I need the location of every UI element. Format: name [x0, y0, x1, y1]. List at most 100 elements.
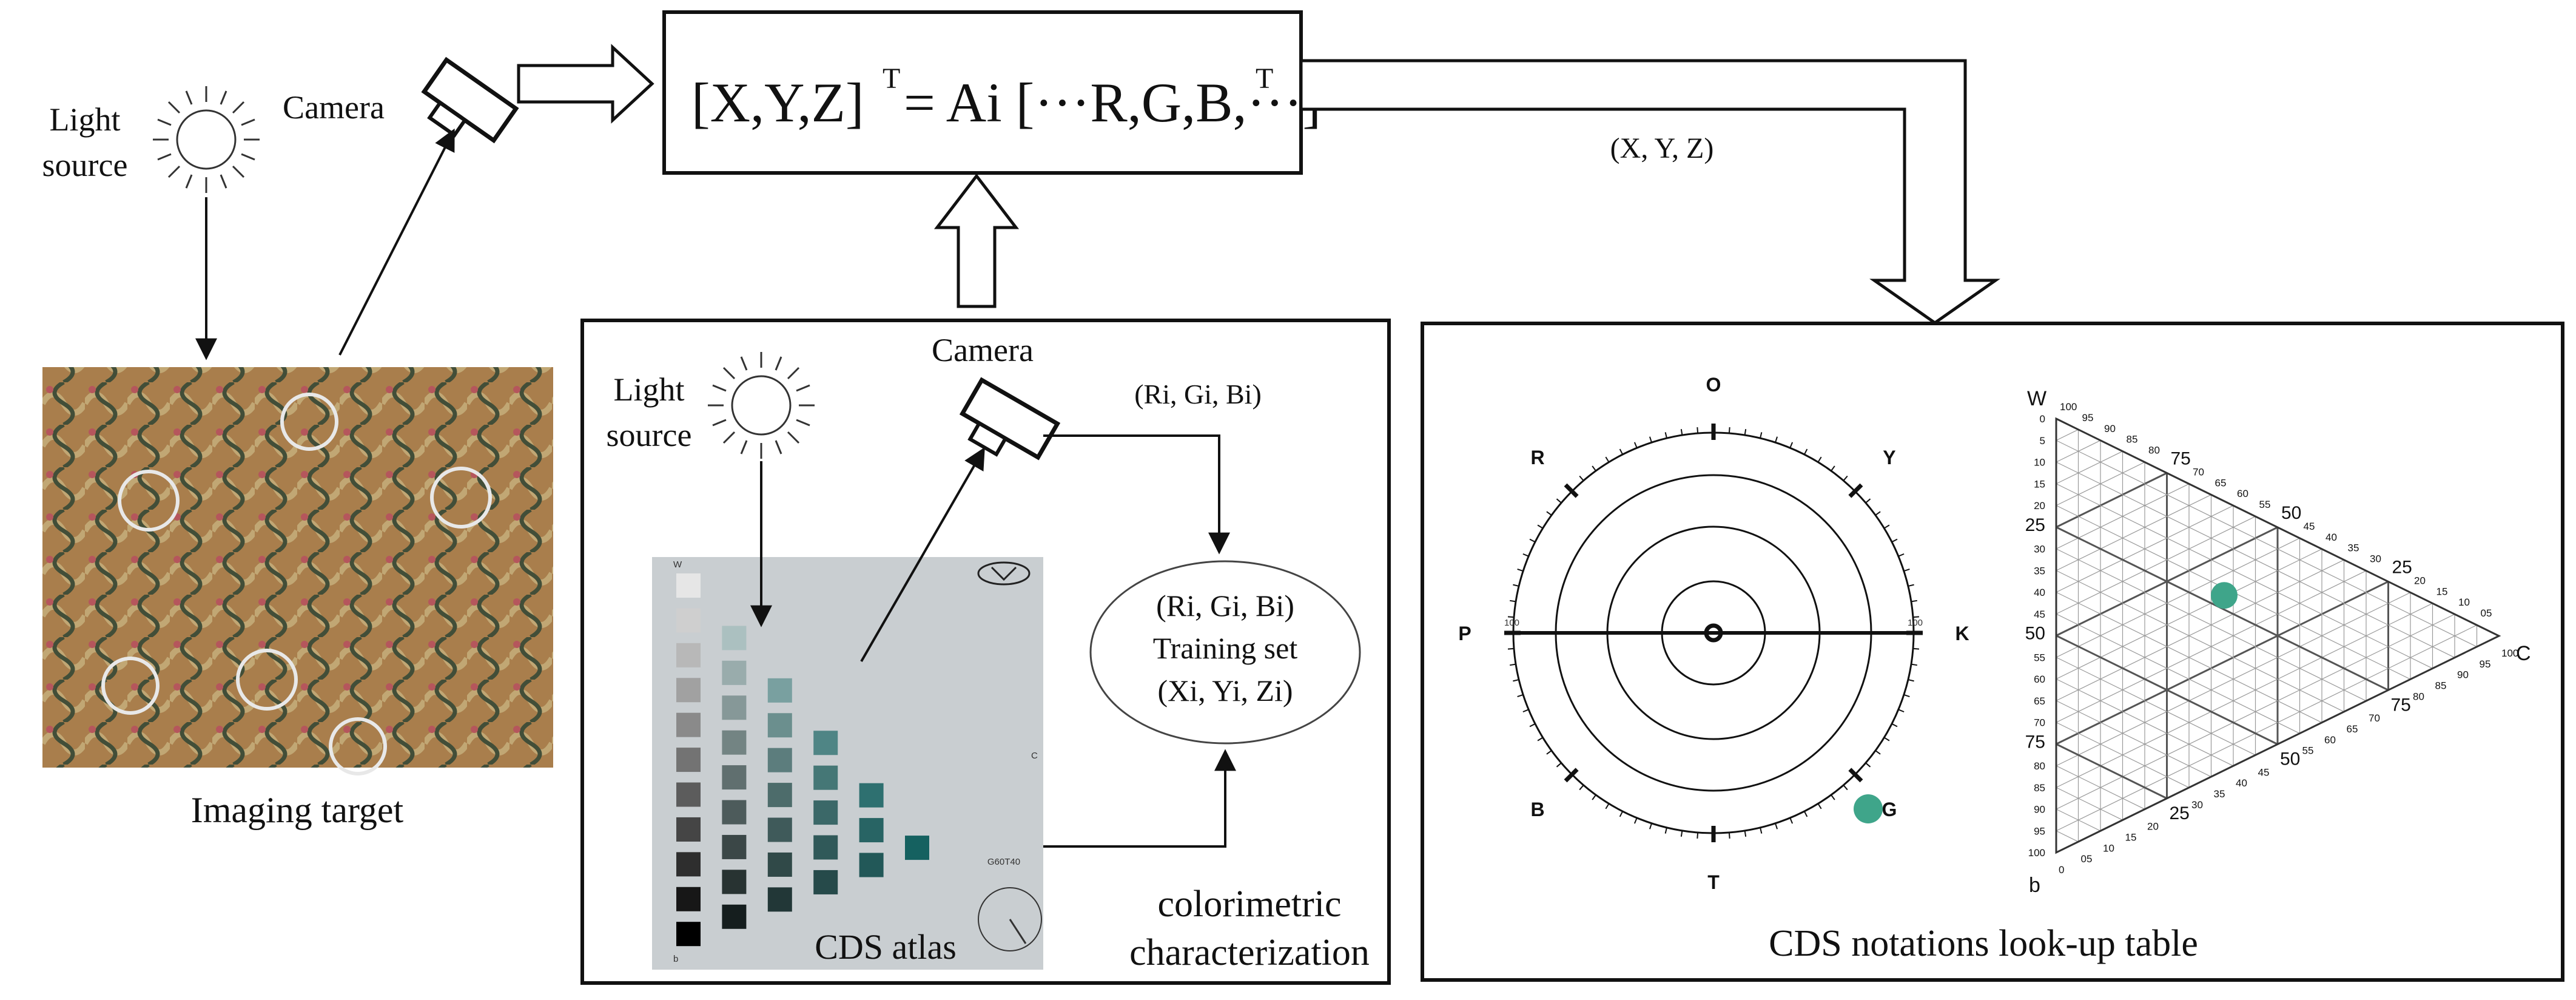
hue-minor-tick: [1697, 427, 1699, 434]
triangle-bottom-tick: 85: [2435, 680, 2447, 692]
top-sun-icon: [153, 86, 260, 193]
hue-letter: Y: [1883, 447, 1895, 468]
hue-minor-tick: [1546, 511, 1552, 516]
triangle-bottom-tick: 75: [2391, 695, 2411, 715]
char-box-title: colorimetric characterization: [1129, 883, 1370, 973]
equation-text: [X,Y,Z] T = Ai [···R,G,B,···] T: [691, 62, 1321, 133]
atlas-swatch: [767, 783, 792, 808]
svg-text:(Xi, Yi, Zi): (Xi, Yi, Zi): [1157, 674, 1293, 708]
hue-marker: [1854, 794, 1883, 823]
imaging-target-photo: [42, 367, 553, 775]
hue-minor-tick: [1803, 448, 1808, 455]
triangle-top-tick: 55: [2259, 499, 2271, 510]
triangle-top-tick: 15: [2436, 586, 2448, 597]
hue-minor-tick: [1619, 448, 1624, 455]
svg-text:Light: Light: [50, 101, 121, 138]
char-light-source-label: Light source: [607, 371, 692, 453]
triangle-gridline: [2056, 624, 2477, 831]
hue-minor-tick: [1529, 723, 1536, 728]
atlas-to-training-arrow: [1043, 749, 1236, 848]
hue-minor-tick: [1898, 709, 1905, 713]
atlas-swatch: [676, 573, 701, 598]
hue-minor-tick: [1546, 750, 1552, 755]
svg-text:(Ri, Gi, Bi): (Ri, Gi, Bi): [1156, 589, 1294, 623]
lookup-box-title: CDS notations look-up table: [1769, 923, 2198, 964]
triangle-bottom-tick: 05: [2081, 853, 2093, 865]
triangle-bottom-tick: 25: [2170, 803, 2190, 823]
atlas-swatch: [859, 783, 884, 808]
atlas-swatch: [676, 678, 701, 703]
triangle-top-tick: 05: [2481, 607, 2492, 619]
triangle-bottom-tick: 95: [2480, 658, 2491, 670]
triangle-top-tick: 20: [2414, 575, 2426, 586]
hue-minor-tick: [1817, 456, 1822, 463]
hue-minor-tick: [1664, 827, 1667, 834]
triangle-left-tick: 90: [2034, 804, 2045, 816]
triangle-bottom-tick: 40: [2236, 777, 2247, 789]
hue-minor-tick: [1908, 679, 1914, 682]
triangle-left-tick: 85: [2034, 782, 2045, 794]
hue-minor-tick: [1649, 823, 1652, 829]
hue-minor-tick: [1744, 830, 1747, 837]
atlas-swatch: [676, 782, 701, 807]
svg-text:characterization: characterization: [1129, 932, 1370, 973]
char-rgb-label: (Ri, Gi, Bi): [1134, 379, 1262, 410]
hue-minor-tick: [1911, 600, 1917, 603]
atlas-label: CDS atlas: [815, 927, 957, 967]
atlas-swatch: [676, 922, 701, 947]
hue-minor-tick: [1817, 803, 1822, 809]
hue-minor-tick: [1680, 429, 1683, 436]
triangle-top-tick: 80: [2148, 445, 2160, 456]
training-to-equation-hollow-arrow: [933, 173, 1020, 308]
svg-text:Training set: Training set: [1153, 631, 1298, 665]
triangle-gridline: [2056, 657, 2256, 755]
atlas-swatch: [859, 818, 884, 843]
triangle-gridline: [2056, 581, 2389, 745]
svg-text:Light: Light: [614, 371, 685, 408]
hue-minor-tick: [1883, 737, 1890, 742]
triangle-gridline: [2056, 603, 2433, 788]
char-sun-icon: [708, 352, 815, 459]
hue-minor-tick: [1728, 427, 1730, 434]
atlas-swatch-grid: [676, 573, 929, 947]
hue-minor-tick: [1831, 794, 1835, 800]
triangle-left-tick: 20: [2034, 500, 2045, 512]
hue-minor-tick: [1843, 475, 1848, 481]
triangle-top-tick: 40: [2325, 532, 2337, 543]
triangle-gridline: [2056, 808, 2101, 831]
triangle-top-tick: 10: [2458, 596, 2470, 608]
lookup-box: [1421, 322, 2564, 982]
hue-minor-tick: [1883, 524, 1890, 529]
triangle-left-tick: 100: [2028, 847, 2045, 859]
triangle-left-tick: 5: [2040, 435, 2045, 447]
triangle-left-tick: 60: [2034, 674, 2045, 685]
hue-minor-tick: [1775, 436, 1778, 443]
atlas-swatch: [767, 817, 792, 842]
triangle-gridline: [2056, 635, 2278, 745]
hue-minor-tick: [1875, 750, 1881, 755]
hue-minor-tick: [1903, 568, 1910, 572]
atlas-swatch: [767, 713, 792, 738]
hue-minor-tick: [1843, 785, 1848, 791]
hue-minor-tick: [1513, 679, 1519, 682]
hue-minor-tick: [1522, 709, 1529, 713]
triangle-left-tick: 30: [2034, 544, 2045, 555]
atlas-swatch: [767, 748, 792, 772]
atlas-swatch: [676, 608, 701, 633]
atlas-swatch: [676, 712, 701, 737]
hue-minor-tick: [1605, 456, 1610, 463]
hue-minor-tick: [1911, 663, 1917, 666]
triangle-gridline: [2056, 548, 2367, 701]
svg-text:source: source: [42, 147, 128, 183]
triangle-top-tick: 30: [2370, 553, 2381, 565]
atlas-swatch: [767, 678, 792, 703]
camera-to-training-arrow: [1043, 434, 1230, 555]
triangle-gridline: [2056, 700, 2211, 777]
triangle-left-tick: 25: [2025, 515, 2045, 535]
atlas-swatch: [722, 800, 747, 825]
triangle-bottom-tick: 50: [2280, 749, 2300, 769]
hue-minor-tick: [1760, 432, 1763, 439]
triangle-bottom-tick: 30: [2191, 799, 2203, 811]
triangle-left-tick: 65: [2034, 695, 2045, 707]
